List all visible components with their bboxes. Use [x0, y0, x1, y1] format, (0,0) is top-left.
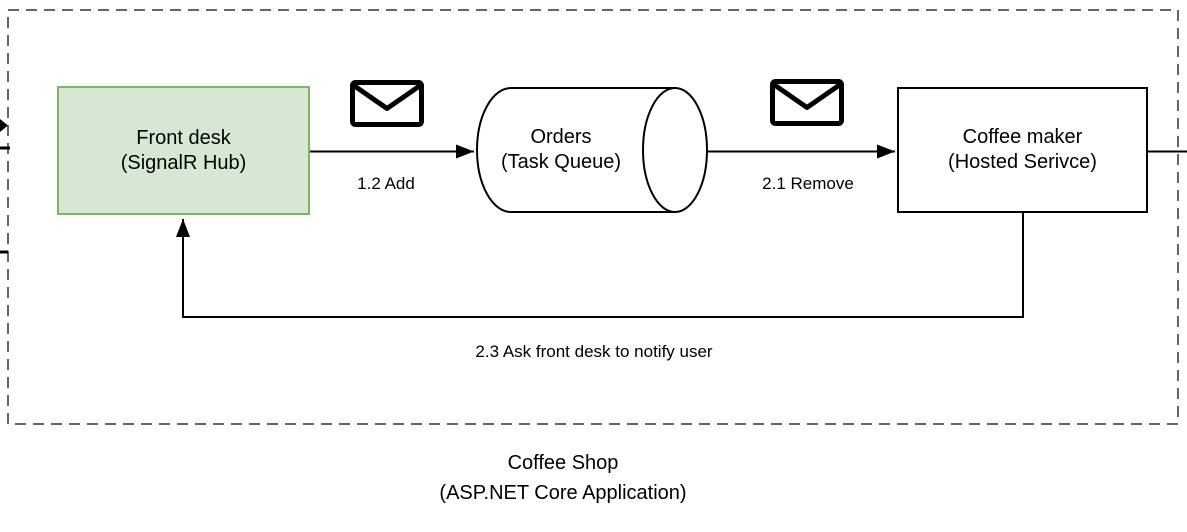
node-front-desk: Front desk (SignalR Hub) [57, 86, 310, 215]
diagram-caption: Coffee Shop (ASP.NET Core Application) [439, 452, 687, 504]
edge-label-add: 1.2 Add [357, 174, 415, 193]
envelope-icon [770, 79, 844, 126]
edge-label-remove: 2.1 Remove [762, 174, 854, 193]
application-boundary [7, 9, 1179, 425]
clipped-arrowhead-stub [0, 119, 8, 132]
front-desk-label: Front desk (SignalR Hub) [120, 126, 247, 174]
orders-label: Orders (Task Queue) [500, 126, 622, 173]
orders-cylinder-shape [476, 87, 708, 213]
edge-label-notify: 2.3 Ask front desk to notify user [475, 342, 713, 361]
edge-notify-arrow [176, 213, 1024, 318]
node-coffee-maker: Coffee maker (Hosted Serivce) [897, 87, 1148, 213]
coffee-maker-label: Coffee maker (Hosted Serivce) [948, 126, 1097, 173]
envelope-icon [350, 80, 424, 127]
